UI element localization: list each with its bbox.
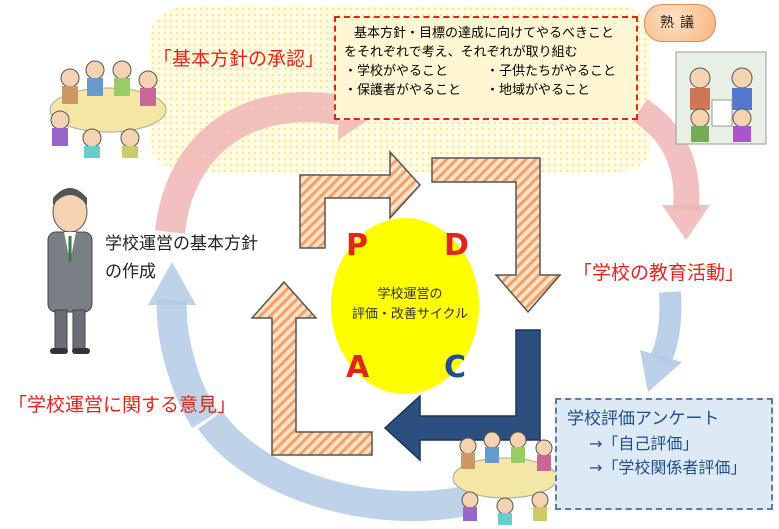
label-education: 「学校の教育活動」 [573, 262, 745, 284]
outer-arrow-bottom [197, 410, 474, 522]
outer-arrow-left-head [148, 262, 196, 305]
principal-illustration [47, 188, 93, 354]
pdca-arrow-top [299, 150, 422, 249]
task-item: ・地域がやること [486, 83, 591, 98]
evaluation-item: →「自己評価」 [589, 434, 699, 453]
discussion-tasks-box: 基本方針・目標の達成に向けてやるべきこと をそれぞれで考え、それぞれが取り組む … [334, 16, 638, 120]
center-caption: 学校運営の 評価・改善サイクル [345, 285, 475, 325]
pdca-letter-c: C [444, 350, 467, 385]
meeting-illustration-bottom [452, 431, 558, 525]
center-line-2: 評価・改善サイクル [351, 307, 469, 322]
outer-arrow-right [632, 99, 700, 212]
principal-line-1: 学校運営の基本方針 [105, 234, 258, 254]
pdca-letter-d: D [444, 228, 469, 263]
principal-line-2: の作成 [105, 262, 156, 282]
jukugi-badge: 熟議 [644, 4, 716, 42]
pdca-arrow-right [431, 157, 562, 314]
center-line-1: 学校運営の [377, 287, 443, 302]
principal-caption: 学校運営の基本方針 の作成 [105, 230, 258, 286]
pdca-letter-a: A [346, 350, 370, 385]
tasks-line-2: をそれぞれで考え、それぞれが取り組む [344, 45, 578, 60]
meeting-illustration-top-left [49, 60, 167, 158]
outer-arrow-top [155, 92, 343, 234]
task-item: ・子供たちがやること [486, 64, 617, 79]
pdca-letter-p: P [346, 228, 368, 263]
label-opinion: 「学校運営に関する意見」 [8, 394, 237, 416]
evaluation-box: 学校評価アンケート →「自己評価」 →「学校関係者評価」 [555, 398, 773, 510]
outer-arrow-right-head [662, 205, 710, 240]
outer-arrow-right-lower [650, 291, 682, 366]
tasks-line-1: 基本方針・目標の達成に向けてやるべきこと [354, 26, 615, 41]
pdca-arrow-left [250, 280, 373, 456]
task-item: ・保護者がやること [344, 83, 462, 98]
discussion-illustration-top-right [675, 51, 767, 145]
outer-arrow-left [156, 299, 218, 428]
evaluation-title: 学校評価アンケート [567, 409, 720, 429]
task-item: ・学校がやること [344, 64, 449, 79]
center-ellipse [331, 218, 479, 394]
pdca-arrow-bottom [383, 329, 541, 462]
label-approval: 「基本方針の承認」 [153, 48, 325, 70]
tasks-row-2: ・保護者がやること ・地域がやること [344, 81, 628, 100]
evaluation-item: →「学校関係者評価」 [589, 458, 747, 477]
tasks-row-1: ・学校がやること ・子供たちがやること [344, 62, 628, 81]
outer-arrow-right-lower-head [640, 350, 682, 392]
